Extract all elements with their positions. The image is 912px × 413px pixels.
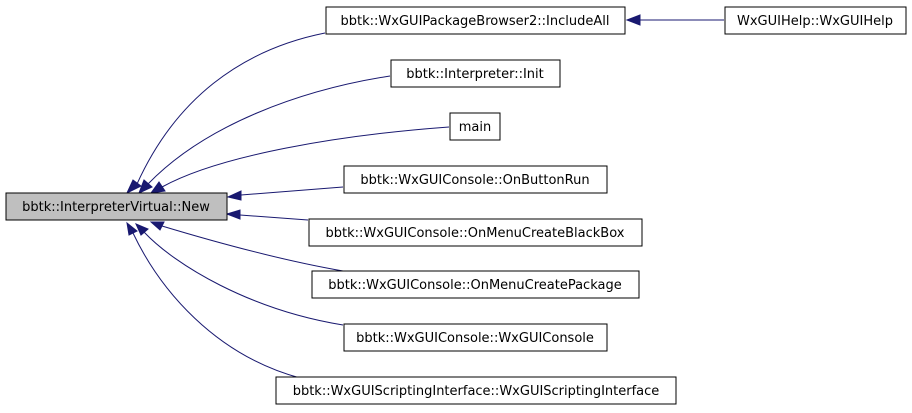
node-on-menu-create-package[interactable]: bbtk::WxGUIConsole::OnMenuCreatePackage	[311, 270, 640, 299]
node-wxgui-console[interactable]: bbtk::WxGUIConsole::WxGUIConsole	[343, 323, 608, 352]
node-label: bbtk::WxGUIConsole::OnMenuCreatePackage	[328, 278, 621, 293]
edge-interpreter-init-to-root	[147, 75, 391, 185]
edge-arrow	[149, 221, 165, 231]
edge-arrow	[226, 190, 242, 201]
node-wxgui-help[interactable]: WxGUIHelp::WxGUIHelp	[724, 6, 907, 35]
edge-arrow	[225, 209, 241, 220]
node-label: bbtk::WxGUIConsole::OnMenuCreateBlackBox	[326, 226, 625, 241]
node-label: main	[459, 120, 491, 135]
edge-wxgui-console-to-root	[143, 231, 344, 326]
edge-on-menu-create-package-to-root	[161, 225, 344, 272]
node-box	[449, 112, 501, 141]
node-box	[343, 165, 608, 194]
edge-arrow	[138, 179, 153, 194]
edge-arrow	[126, 221, 138, 236]
node-interpreter-init[interactable]: bbtk::Interpreter::Init	[390, 59, 561, 88]
edge-arrow	[625, 14, 641, 26]
node-box	[343, 323, 608, 352]
edge-arrow	[149, 181, 166, 194]
node-label: WxGUIHelp::WxGUIHelp	[737, 14, 893, 29]
node-box	[5, 192, 228, 221]
node-label: bbtk::Interpreter::Init	[406, 67, 543, 82]
edges	[125, 14, 724, 379]
edge-main-to-root	[161, 126, 450, 188]
node-box	[275, 376, 677, 405]
node-on-button-run[interactable]: bbtk::WxGUIConsole::OnButtonRun	[343, 165, 608, 194]
edge-arrow	[135, 223, 149, 236]
node-box	[724, 6, 907, 35]
node-label: bbtk::WxGUIConsole::OnButtonRun	[360, 173, 589, 188]
node-box	[311, 270, 640, 299]
node-label: bbtk::WxGUIConsole::WxGUIConsole	[356, 331, 594, 346]
node-box	[390, 59, 561, 88]
node-main[interactable]: main	[449, 112, 501, 141]
edge-wxgui-scripting-interface-to-root	[132, 232, 301, 379]
edge-include-all-to-root	[136, 32, 326, 185]
node-box	[325, 6, 626, 35]
edge-on-menu-create-blackbox-to-root	[239, 214, 309, 221]
node-include-all[interactable]: bbtk::WxGUIPackageBrowser2::IncludeAll	[325, 6, 626, 35]
node-wxgui-scripting-interface[interactable]: bbtk::WxGUIScriptingInterface::WxGUIScri…	[275, 376, 677, 405]
node-on-menu-create-blackbox[interactable]: bbtk::WxGUIConsole::OnMenuCreateBlackBox	[308, 218, 643, 247]
edge-on-button-run-to-root	[240, 186, 344, 196]
edge-arrow	[125, 179, 142, 195]
node-label: bbtk::WxGUIScriptingInterface::WxGUIScri…	[293, 384, 660, 399]
node-label: bbtk::WxGUIPackageBrowser2::IncludeAll	[341, 14, 610, 29]
node-label: bbtk::InterpreterVirtual::New	[22, 200, 210, 215]
node-root[interactable]: bbtk::InterpreterVirtual::New	[5, 192, 228, 221]
node-box	[308, 218, 643, 247]
